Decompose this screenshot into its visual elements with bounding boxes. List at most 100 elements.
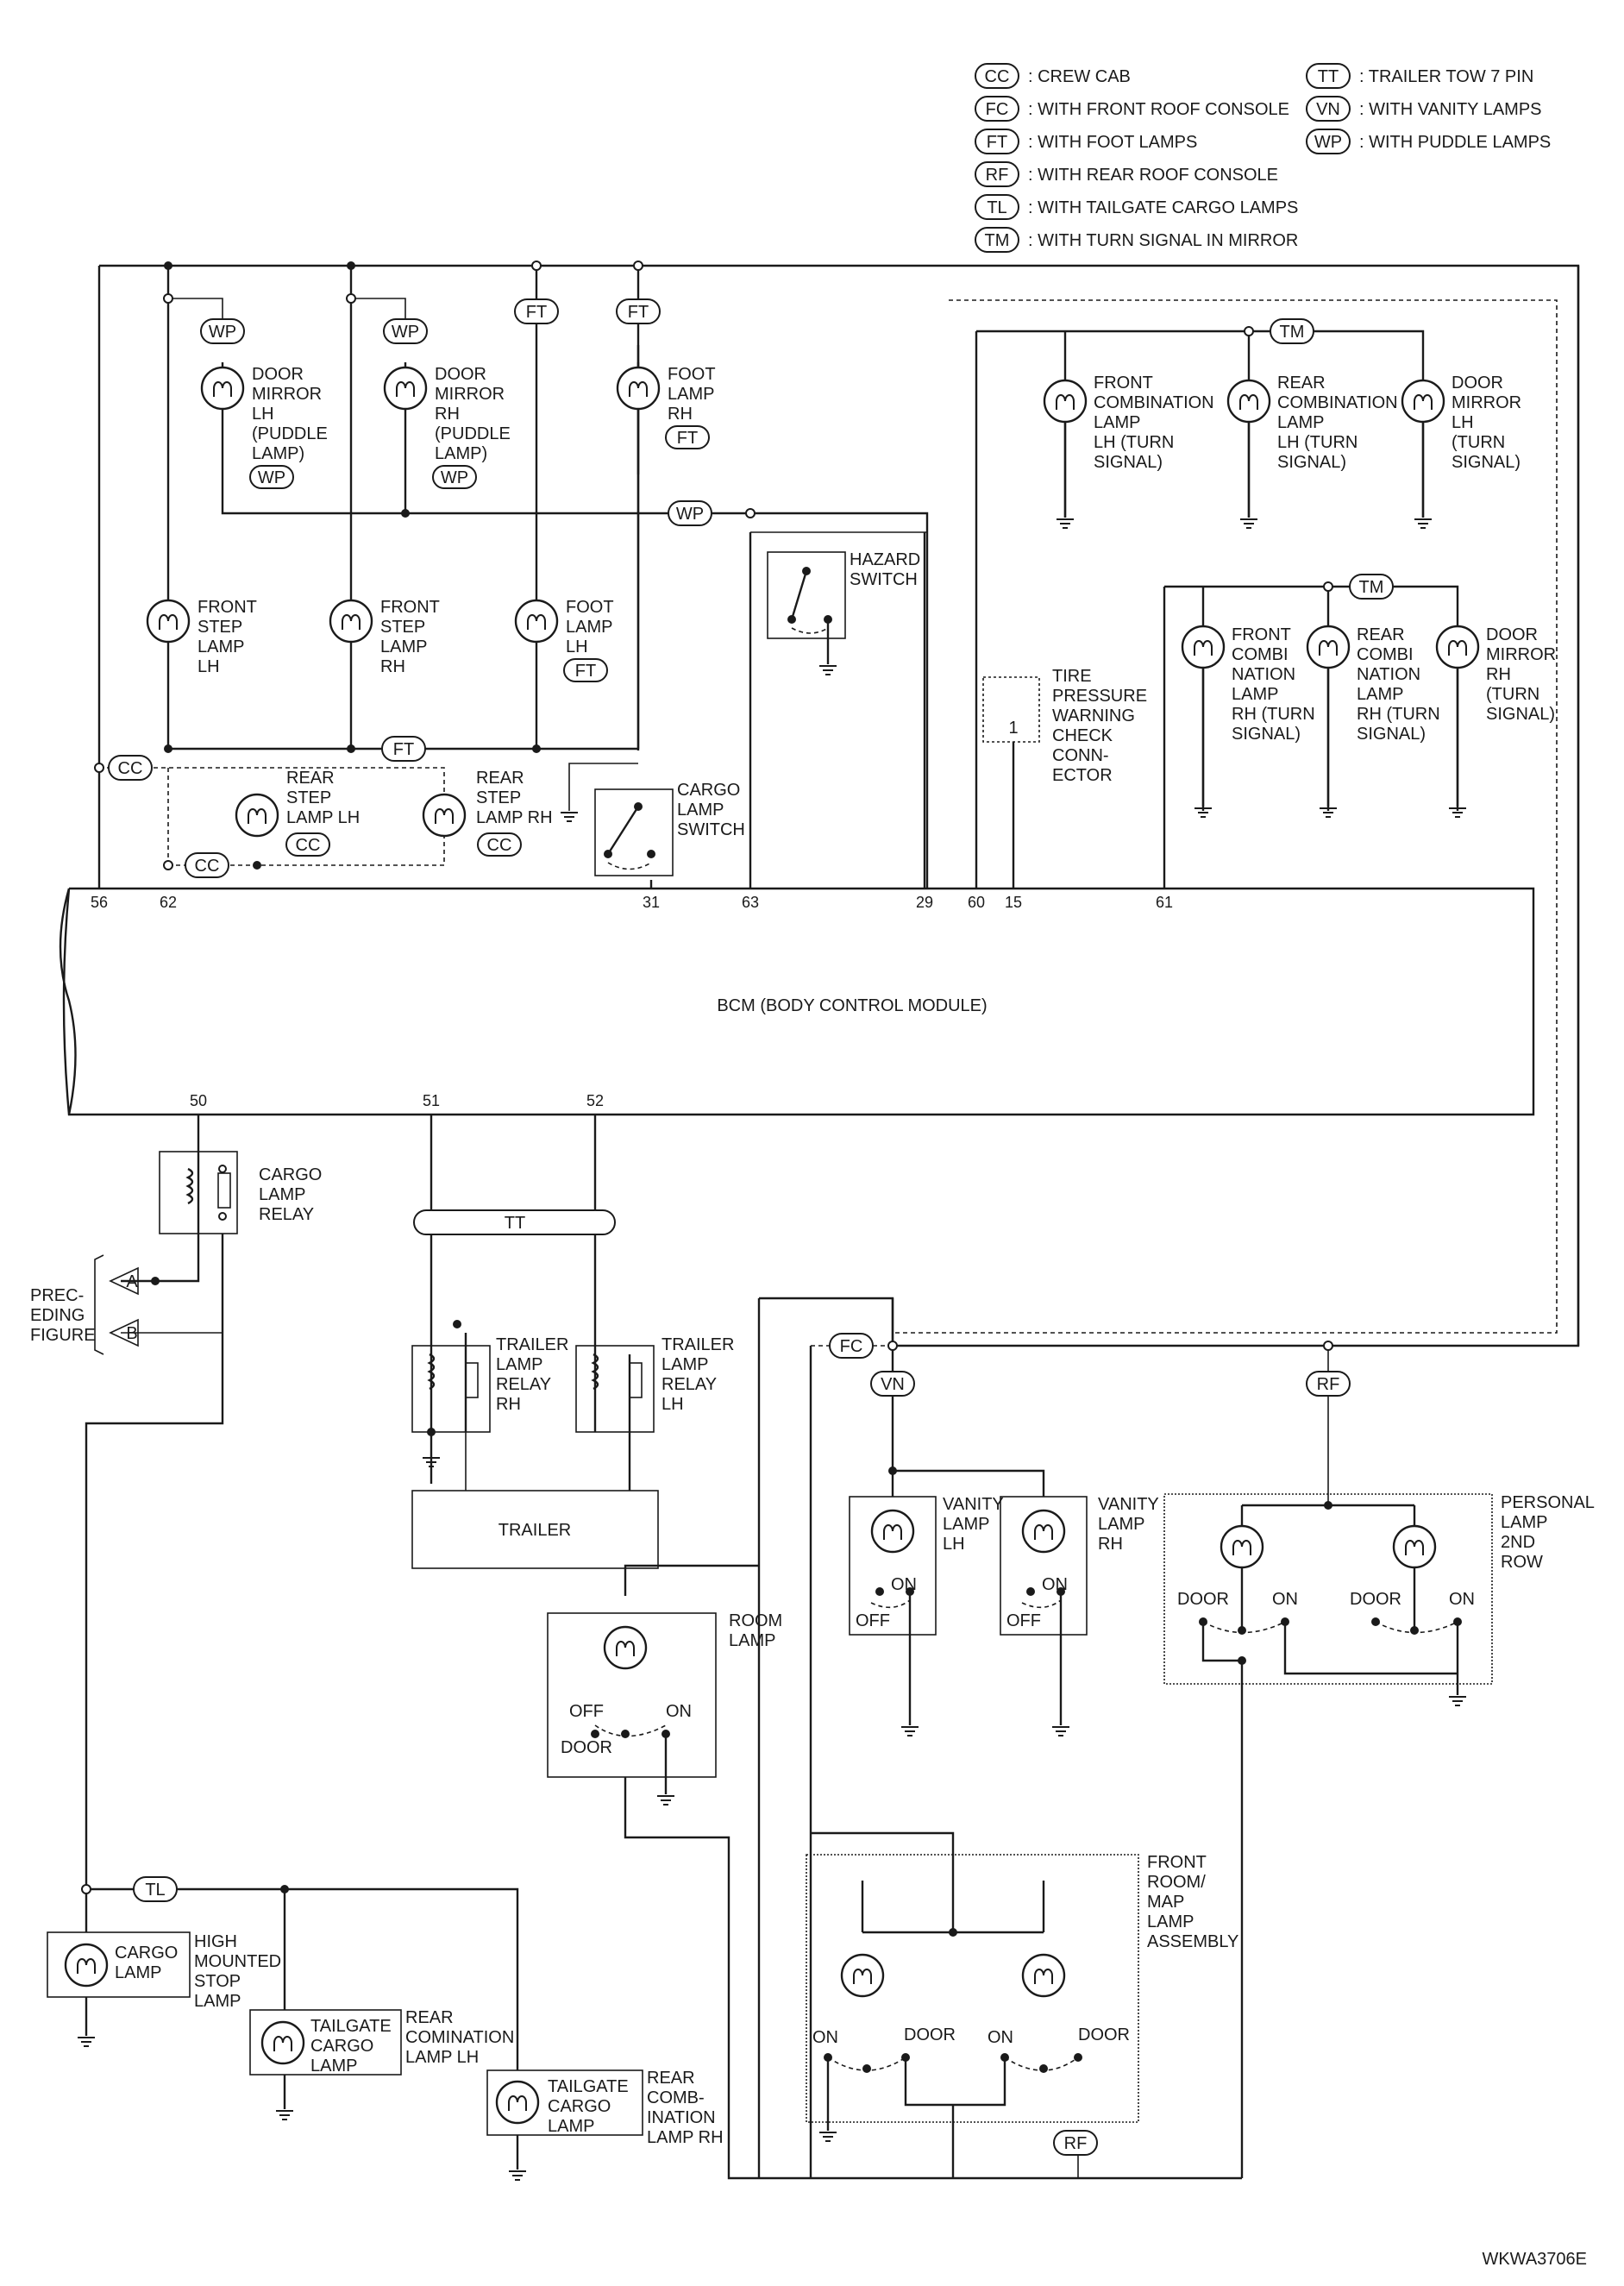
tag-cc-left: CC [108, 755, 153, 781]
svg-text:MIRROR: MIRROR [1486, 645, 1556, 664]
svg-text:(TURN: (TURN [1486, 685, 1539, 704]
svg-text:: WITH PUDDLE LAMPS: : WITH PUDDLE LAMPS [1359, 133, 1551, 152]
svg-text:LH (TURN: LH (TURN [1277, 433, 1358, 452]
svg-text:62: 62 [160, 894, 177, 911]
legend-item-fc: FC : WITH FRONT ROOF CONSOLE [975, 96, 1289, 122]
svg-text:HIGH: HIGH [194, 1932, 237, 1951]
svg-text:COMBI: COMBI [1232, 645, 1289, 664]
legend-item-rf: RF : WITH REAR ROOF CONSOLE [975, 161, 1278, 187]
bcm-body-control-module: BCM (BODY CONTROL MODULE) 56 62 31 63 29… [59, 887, 1535, 1116]
svg-text:DOOR: DOOR [252, 365, 304, 384]
svg-text:FIGURE: FIGURE [30, 1326, 96, 1345]
svg-text:SIGNAL): SIGNAL) [1452, 453, 1521, 472]
svg-text:SIGNAL): SIGNAL) [1357, 725, 1426, 744]
svg-text:52: 52 [586, 1092, 604, 1109]
svg-text:TT: TT [1318, 67, 1339, 86]
svg-text:REAR: REAR [1277, 374, 1326, 393]
rear-step-lamp-lh: REAR STEP LAMP LH CC [235, 769, 360, 857]
svg-text:CONN-: CONN- [1052, 746, 1109, 765]
svg-text:STEP: STEP [198, 618, 242, 637]
svg-text:ON: ON [812, 2028, 838, 2047]
svg-text:STEP: STEP [286, 788, 331, 807]
svg-text:: CREW CAB: : CREW CAB [1028, 67, 1131, 86]
svg-text:: WITH FRONT ROOF CONSOLE: : WITH FRONT ROOF CONSOLE [1028, 100, 1289, 119]
svg-text:COMBINATION: COMBINATION [1277, 393, 1398, 412]
svg-text:LAMP): LAMP) [252, 444, 304, 463]
svg-text:CARGO: CARGO [310, 2037, 373, 2056]
legend-item-cc: CC : CREW CAB [975, 63, 1131, 89]
svg-text:CC: CC [195, 857, 220, 876]
svg-text:FC: FC [986, 100, 1009, 119]
svg-text:LAMP: LAMP [1147, 1912, 1194, 1931]
svg-text:(PUDDLE: (PUDDLE [252, 424, 328, 443]
svg-text:2ND: 2ND [1501, 1533, 1535, 1552]
svg-text:FC: FC [840, 1337, 863, 1356]
svg-text:RF: RF [1317, 1375, 1340, 1394]
svg-text:WP: WP [1314, 133, 1342, 152]
svg-text:CC: CC [487, 836, 512, 855]
svg-text:FRONT: FRONT [380, 598, 440, 617]
foot-lamp-rh: FOOT LAMP RH FT [616, 365, 716, 449]
svg-text:TL: TL [145, 1881, 165, 1900]
svg-text:FRONT: FRONT [1147, 1853, 1207, 1872]
svg-text:CARGO: CARGO [677, 781, 740, 800]
svg-text:RH (TURN: RH (TURN [1232, 705, 1315, 724]
svg-text:RH: RH [1098, 1535, 1123, 1554]
svg-text:FT: FT [987, 133, 1007, 152]
door-mirror-lh-puddle-lamp: DOOR MIRROR LH (PUDDLE LAMP) WP [200, 365, 328, 489]
svg-text:A: A [126, 1272, 138, 1291]
svg-text:61: 61 [1156, 894, 1173, 911]
svg-text:LH: LH [1452, 413, 1474, 432]
svg-text:LAMP: LAMP [194, 1992, 241, 2011]
svg-text:LAMP: LAMP [310, 2057, 357, 2076]
svg-text:HAZARD: HAZARD [850, 550, 920, 569]
tailgate-cargo-lamp-rh: TAILGATE CARGO LAMP REAR COMB- INATION L… [486, 2069, 724, 2181]
svg-text:TRAILER: TRAILER [498, 1521, 571, 1540]
svg-text:VN: VN [1316, 100, 1340, 119]
svg-text:TIRE: TIRE [1052, 667, 1092, 686]
svg-text:SIGNAL): SIGNAL) [1486, 705, 1555, 724]
tag-wp-lh: WP [200, 318, 245, 344]
svg-text:FRONT: FRONT [1232, 625, 1291, 644]
svg-text:VANITY: VANITY [1098, 1495, 1159, 1514]
svg-text:WP: WP [258, 468, 285, 487]
svg-text:CARGO: CARGO [115, 1944, 178, 1963]
svg-text:CC: CC [118, 759, 143, 778]
svg-text:LH: LH [252, 405, 274, 424]
svg-text:LH (TURN: LH (TURN [1094, 433, 1174, 452]
svg-text:TM: TM [1359, 578, 1384, 597]
svg-text:LAMP: LAMP [1277, 413, 1324, 432]
svg-text:FOOT: FOOT [566, 598, 614, 617]
tag-ft-2: FT [616, 298, 661, 324]
svg-text:: TRAILER TOW 7 PIN: : TRAILER TOW 7 PIN [1359, 67, 1533, 86]
svg-text:ON: ON [666, 1702, 692, 1721]
svg-text:LAMP: LAMP [1357, 685, 1403, 704]
svg-text:WARNING: WARNING [1052, 707, 1135, 725]
svg-text:FRONT: FRONT [198, 598, 257, 617]
svg-text:COMBINATION: COMBINATION [1094, 393, 1214, 412]
svg-text:COMINATION: COMINATION [405, 2028, 514, 2047]
svg-text:LH: LH [943, 1535, 965, 1554]
svg-text:TM: TM [985, 231, 1010, 250]
rear-step-lamp-rh: REAR STEP LAMP RH CC [422, 769, 553, 857]
legend-item-tt: TT : TRAILER TOW 7 PIN [1306, 63, 1533, 89]
svg-text:WP: WP [209, 323, 236, 342]
svg-text:DOOR: DOOR [1486, 625, 1538, 644]
svg-text:ON: ON [891, 1575, 917, 1594]
svg-text:LAMP RH: LAMP RH [476, 808, 553, 827]
svg-text:PREC-: PREC- [30, 1286, 84, 1305]
svg-text:ASSEMBLY: ASSEMBLY [1147, 1932, 1238, 1951]
rear-combination-lamp-rh: REAR COMBI NATION LAMP RH (TURN SIGNAL) [1306, 625, 1440, 818]
tag-pills-top: WP WP FT FT WP FT CC CC TM TM [108, 298, 1394, 878]
svg-text:LAMP RH: LAMP RH [647, 2128, 724, 2147]
svg-text:VANITY: VANITY [943, 1495, 1004, 1514]
svg-text:RH (TURN: RH (TURN [1357, 705, 1440, 724]
svg-text:MIRROR: MIRROR [435, 385, 505, 404]
svg-text:FT: FT [526, 303, 547, 322]
svg-text:FT: FT [575, 662, 596, 681]
svg-text:LAMP: LAMP [1501, 1513, 1547, 1532]
svg-text:WP: WP [392, 323, 419, 342]
svg-text:EDING: EDING [30, 1306, 85, 1325]
svg-text:LAMP: LAMP [668, 385, 714, 404]
svg-text:REAR: REAR [1357, 625, 1405, 644]
